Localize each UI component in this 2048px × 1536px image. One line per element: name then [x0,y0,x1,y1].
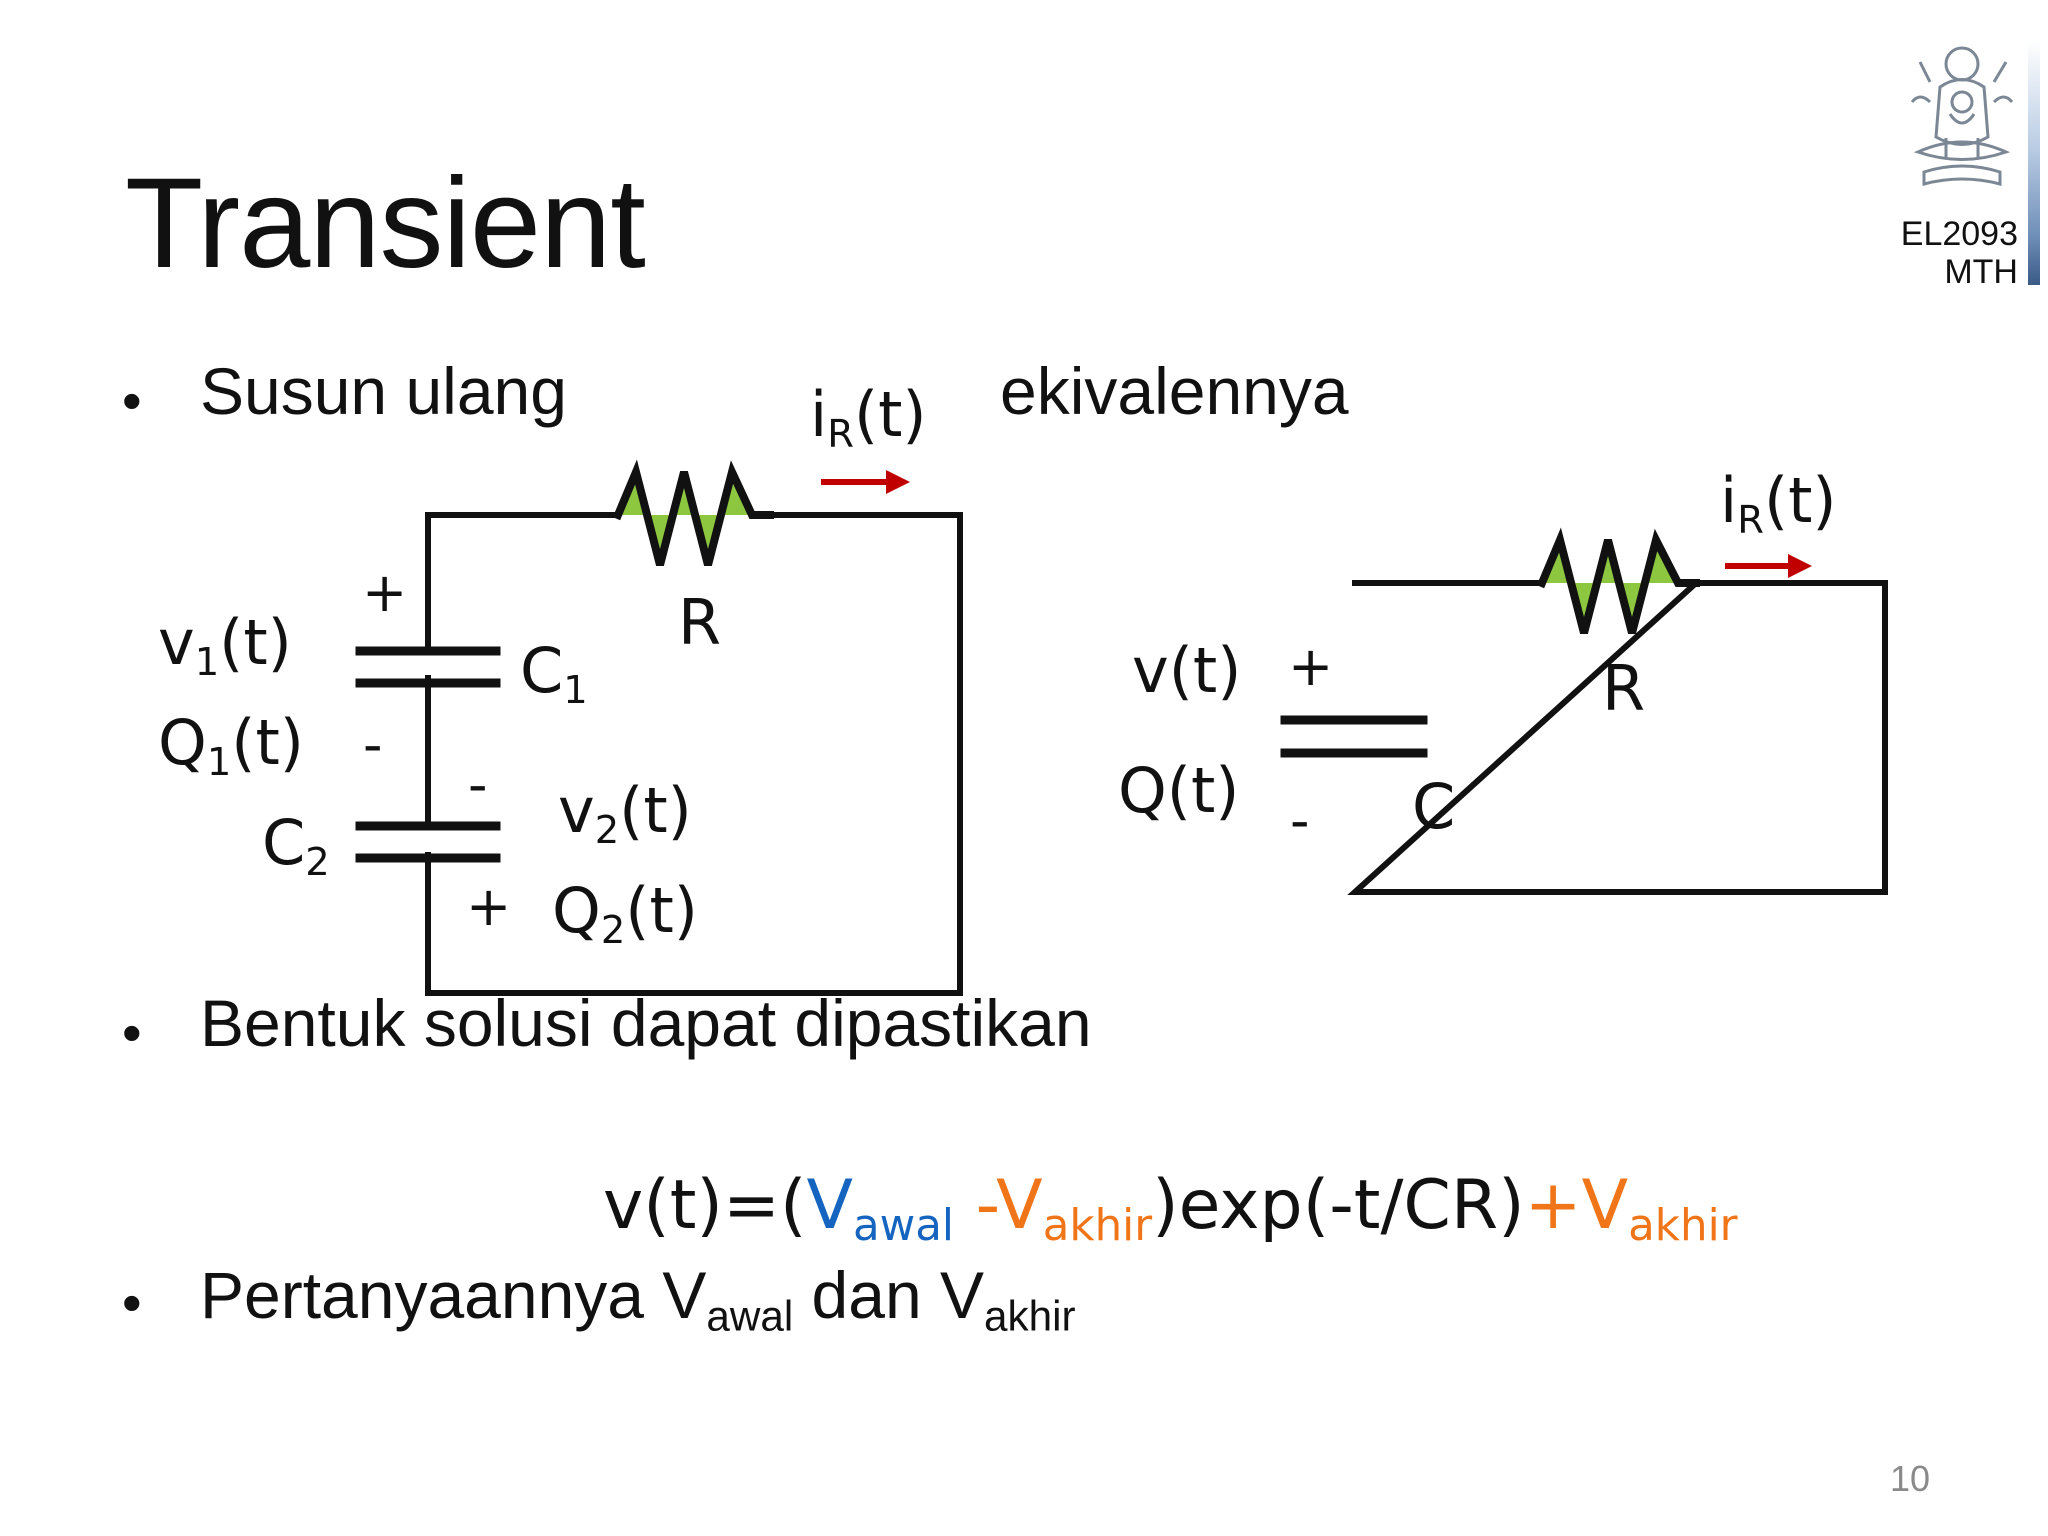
c2-minus-sign: - [468,753,488,816]
voltage-label: v(t) [1132,634,1242,707]
cap-plus-sign: + [1288,635,1334,698]
v2-symbol: v [558,774,595,847]
bullet-3-mid: dan V [793,1258,985,1332]
charge-label: Q(t) [1118,754,1240,827]
left-circuit [355,459,963,996]
bullet-3-prefix: Pertanyaannya V [200,1258,707,1332]
eq-v-awal: Vawal [806,1166,954,1248]
q2-label: Q2(t) [552,880,698,950]
q1-arg: (t) [231,706,304,779]
eq-minus-v-symbol: -V [954,1166,1043,1245]
v2-label: v2(t) [558,780,692,850]
current-arg: (t) [1763,464,1837,537]
eq-v-akhir-sub-2: akhir [1628,1201,1738,1252]
current-subscript: R [1737,497,1764,543]
course-code: EL2093 [1900,215,2018,253]
c1-minus-sign: - [363,713,383,776]
bullet-marker: • [122,1271,142,1334]
bullet-1-left: Susun ulang [200,354,567,428]
q1-label: Q1(t) [158,712,304,782]
capacitor-label: C [1412,770,1456,843]
v2-subscript: 2 [594,807,620,853]
bullet-1-right: ekivalennya [1000,354,1349,428]
left-resistor [612,459,774,566]
bullet-3-sub-akhir: akhir [984,1292,1076,1340]
q2-arg: (t) [625,874,698,947]
left-current-label: iR(t) [810,384,927,454]
bullet-2: Bentuk solusi dapat dipastikan [200,986,1092,1060]
right-circuit [1280,527,1888,895]
accent-bar [2028,40,2040,285]
q1-symbol: Q [158,706,207,779]
eq-minus-v-akhir: -Vakhir [954,1166,1153,1248]
solution-equation: v(t)=(Vawal -Vakhir)exp(-t/CR)+Vakhir [603,1172,1738,1248]
left-current-arrowhead [886,470,910,494]
bullet-marker: • [122,1001,142,1064]
eq-plus-v-akhir: +Vakhir [1524,1166,1738,1248]
right-current-label: iR(t) [1720,470,1837,540]
c1-label: C1 [520,640,588,710]
right-wire [1347,580,1888,895]
course-author: MTH [1944,253,2018,291]
bullet-marker: • [122,369,142,432]
right-resistor [1536,527,1700,634]
right-current-arrowhead [1788,554,1812,578]
slide-title: Transient [125,152,646,295]
eq-v-awal-symbol: V [806,1166,853,1245]
right-resistor-label: R [1602,652,1646,725]
c2-symbol: C [262,806,306,879]
c1-plus-sign: + [362,561,408,624]
c2-plus-sign: + [466,875,512,938]
v1-label: v1(t) [158,612,292,682]
c1-subscript: 1 [563,667,588,713]
bullet-3-sub-awal: awal [706,1292,794,1340]
page-number: 10 [1890,1458,1931,1499]
q2-symbol: Q [552,874,601,947]
eq-exp: )exp(-t/CR) [1152,1166,1525,1245]
left-resistor-label: R [678,586,722,659]
c1-plate-gap [410,655,450,675]
eq-v-akhir-sub: akhir [1042,1201,1153,1252]
c2-subscript: 2 [305,839,330,885]
q2-subscript: 2 [600,907,626,953]
v1-subscript: 1 [194,639,220,685]
cap-minus-sign: - [1290,789,1310,852]
q1-subscript: 1 [206,739,232,785]
c2-plate-gap [410,830,450,852]
v1-symbol: v [158,606,195,679]
eq-v-awal-sub: awal [853,1201,955,1252]
current-subscript: R [827,411,854,457]
c2-label: C2 [262,812,330,882]
eq-plus-v-symbol: +V [1524,1166,1629,1245]
bullet-3: Pertanyaannya Vawal dan Vakhir [200,1262,1076,1337]
current-arg: (t) [853,378,927,451]
v1-arg: (t) [219,606,292,679]
v2-arg: (t) [619,774,692,847]
eq-lhs: v(t)=( [603,1166,807,1245]
current-symbol: i [1720,464,1738,537]
current-symbol: i [810,378,828,451]
c1-symbol: C [520,634,564,707]
